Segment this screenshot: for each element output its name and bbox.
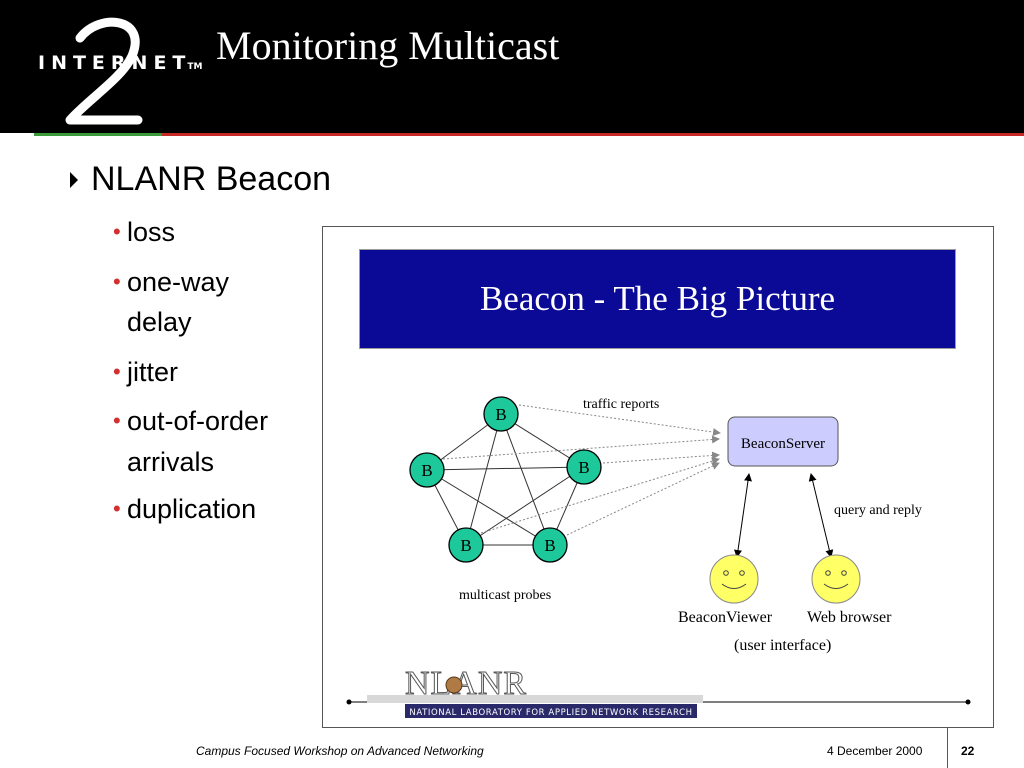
header-bar: INTERNETTM Monitoring Multicast: [0, 0, 1024, 133]
traffic-reports-label: traffic reports: [583, 397, 659, 412]
user-interface-label: (user interface): [734, 637, 831, 654]
logo-trademark: TM: [187, 62, 203, 72]
beacon-diagram: Beacon - The Big Picture: [322, 226, 994, 728]
beacon-viewer-label: BeaconViewer: [678, 609, 773, 626]
sub-bullet-text: out-of-order: [127, 406, 269, 436]
logo-brand: INTERNET: [38, 52, 192, 74]
sub-bullet-text: duplication: [127, 494, 257, 524]
footer-date: 4 December 2000: [827, 744, 923, 758]
beacon-node: B: [566, 449, 602, 485]
diagram-banner: Beacon - The Big Picture: [359, 249, 956, 349]
header-accent-green: [34, 133, 162, 136]
beacon-server-label: BeaconServer: [741, 436, 825, 452]
bullet-arrow-icon: [70, 172, 78, 188]
footer-separator: [947, 728, 948, 768]
logo-subtitle-bar: [405, 704, 697, 718]
beacon-node: B: [409, 452, 445, 488]
internet2-logo-icon: [65, 17, 143, 125]
query-reply-label: query and reply: [834, 503, 922, 518]
footer-workshop: Campus Focused Workshop on Advanced Netw…: [196, 744, 484, 758]
sub-bullet-text: arrivals: [127, 447, 215, 477]
beacon-node: B: [448, 527, 484, 563]
nlanr-full-name: NATIONAL LABORATORY FOR APPLIED NETWORK …: [409, 708, 692, 718]
beacon-node-label: B: [421, 461, 432, 480]
query-reply-arrow: [808, 473, 834, 558]
internet2-logo: INTERNETTM: [38, 52, 203, 74]
multicast-probes-label: multicast probes: [459, 588, 551, 603]
sub-bullet-text: loss: [127, 217, 176, 247]
traffic-report-arrows: [442, 404, 721, 536]
slide-title: Monitoring Multicast: [216, 23, 560, 68]
bullet-dot-icon: •: [113, 408, 121, 433]
beacon-server-box: [727, 416, 839, 467]
nlanr-logo: NLANR: [405, 665, 527, 702]
web-browser-label: Web browser: [807, 609, 892, 626]
logo-bar: [367, 695, 703, 703]
bullet-main-text: NLANR Beacon: [91, 160, 332, 198]
header-accent-red: [162, 133, 1024, 136]
sub-bullet-text: delay: [127, 307, 192, 337]
bullet-dot-icon: •: [113, 359, 121, 384]
beacon-node-label: B: [460, 536, 471, 555]
beacon-node-label: B: [578, 458, 589, 477]
divider-dot: [346, 699, 352, 705]
divider-dot: [965, 699, 971, 705]
beacon-node: B: [483, 396, 519, 432]
bullet-dot-icon: •: [113, 219, 121, 244]
globe-icon: [445, 676, 463, 694]
bullet-dot-icon: •: [113, 496, 121, 521]
sub-bullet-text: jitter: [127, 357, 179, 387]
beacon-node: B: [532, 527, 568, 563]
beacon-diagram-svg: B B B B B traffic reports multicast prob…: [346, 396, 971, 718]
beacon-node-label: B: [495, 405, 506, 424]
query-reply-arrow: [734, 473, 752, 558]
beacon-node-label: B: [544, 536, 555, 555]
smiley-face-icon: [709, 554, 759, 604]
smiley-face-icon: [811, 554, 861, 604]
sub-bullet-text: one-way: [127, 267, 230, 297]
page-number: 22: [961, 744, 975, 758]
bullet-dot-icon: •: [113, 269, 121, 294]
